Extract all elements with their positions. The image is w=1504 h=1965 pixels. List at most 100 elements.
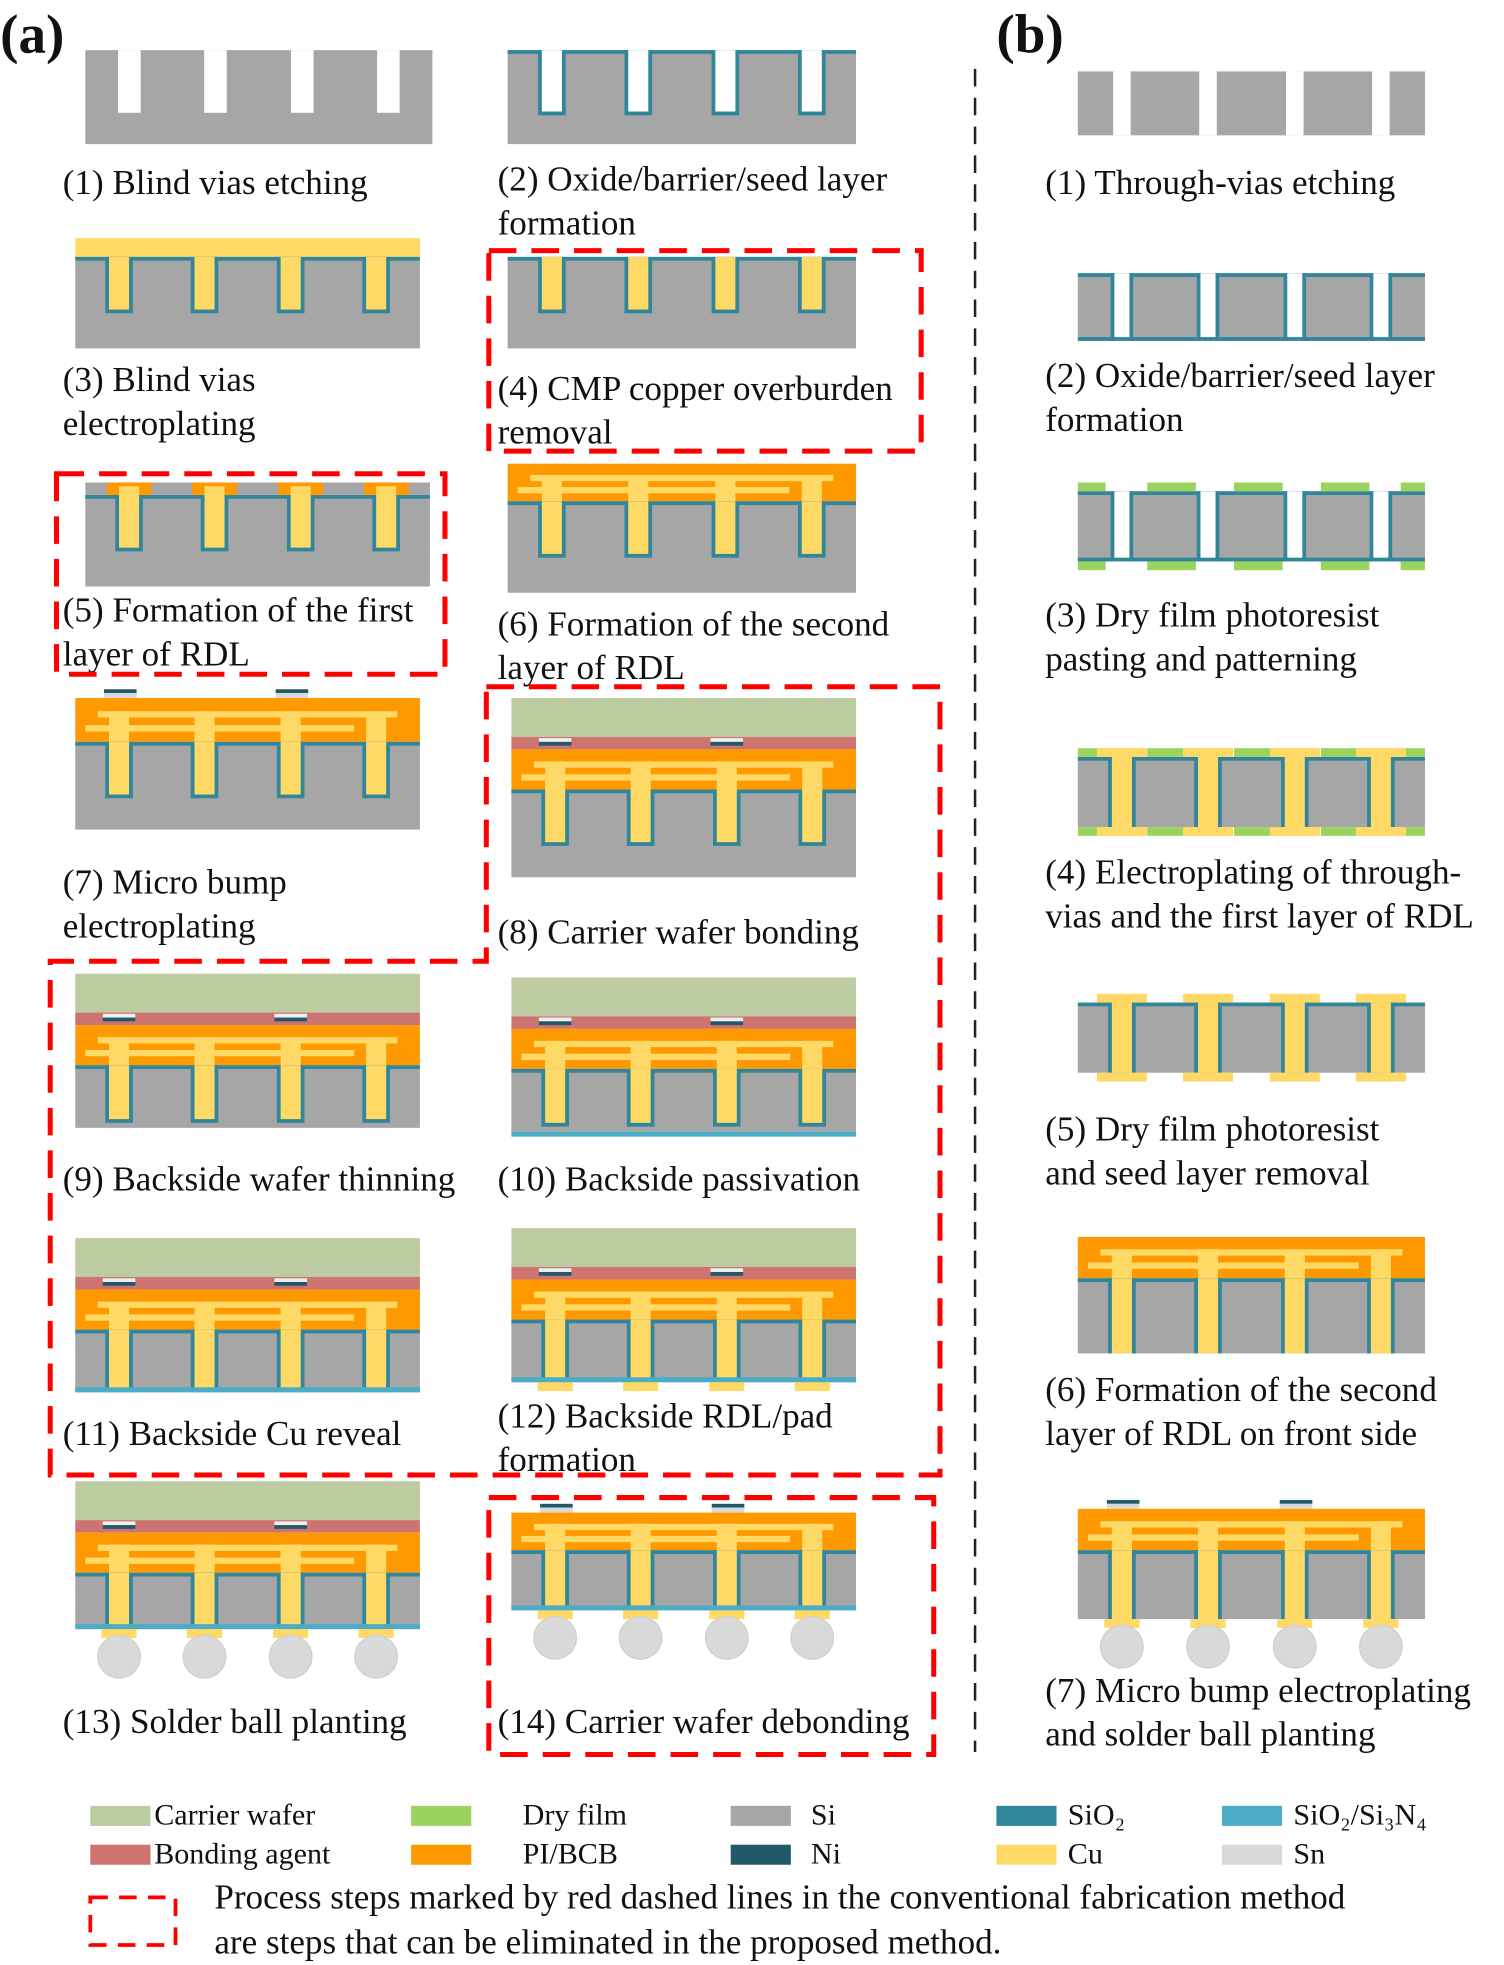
- panel-b-2: [1077, 273, 1425, 341]
- legend-label: PI/BCB: [523, 1836, 618, 1870]
- bump-base: [275, 693, 309, 699]
- rdl-line: [521, 1535, 791, 1543]
- rdl-line: [1100, 1521, 1403, 1528]
- legend-swatch: [730, 1805, 791, 1826]
- ni-bump: [102, 1525, 136, 1529]
- step-b-2-label: formation: [1045, 400, 1184, 439]
- ni-bump: [102, 1017, 136, 1022]
- pi-bcb-layer: [511, 749, 857, 790]
- rdl-via: [716, 1040, 737, 1069]
- legend-dashed-box-icon: [88, 1895, 178, 1947]
- legend-swatch: [90, 1805, 151, 1826]
- cu-via: [376, 495, 397, 548]
- dry-film: [1320, 748, 1370, 757]
- dry-film: [1077, 482, 1106, 492]
- silicon: [1077, 491, 1425, 562]
- rdl-via: [109, 1544, 130, 1573]
- via-opening: [290, 50, 314, 113]
- cu-via: [366, 1065, 387, 1120]
- step-b-2-label: (2) Oxide/barrier/seed layer: [1045, 356, 1435, 395]
- rdl-via: [1284, 1249, 1305, 1279]
- through-via-opening: [1373, 491, 1389, 562]
- dry-film: [1400, 561, 1425, 571]
- cu-rdl: [1355, 993, 1406, 1003]
- sio2-liner: [507, 256, 857, 261]
- cu-rdl: [1096, 748, 1147, 757]
- step-a-2-label: formation: [498, 203, 637, 242]
- solder-ball: [1186, 1624, 1230, 1669]
- cu-pad: [376, 486, 397, 496]
- dry-film: [1147, 561, 1196, 571]
- legend-swatch: [90, 1844, 151, 1865]
- cu-via: [280, 1572, 301, 1630]
- eliminated-steps-box: [47, 684, 943, 1478]
- sio2-liner: [75, 1572, 420, 1577]
- cu-rdl: [1182, 1072, 1234, 1082]
- step-a-6-label: layer of RDL: [498, 648, 685, 687]
- pi-bcb-layer: [1077, 1236, 1425, 1279]
- backside-pad: [623, 1382, 659, 1392]
- cu-rdl: [1182, 827, 1234, 836]
- cu-rdl: [1355, 1072, 1406, 1082]
- rdl-via: [1370, 1521, 1391, 1551]
- cu-pad: [290, 486, 311, 496]
- sio2-liner: [1077, 756, 1425, 761]
- rdl-line: [97, 711, 398, 718]
- bump-cap: [538, 1017, 572, 1022]
- step-b-5-label: (5) Dry film photoresist: [1045, 1109, 1379, 1148]
- panel-a-12: [511, 1228, 857, 1392]
- cu-via: [1197, 1002, 1219, 1073]
- bump-cap: [274, 1013, 307, 1018]
- cu-via: [1111, 756, 1132, 828]
- rdl-via: [545, 761, 566, 790]
- step-a-5-label: (5) Formation of the first: [63, 591, 414, 630]
- legend-label: Ni: [811, 1836, 841, 1870]
- cu-via: [194, 256, 215, 310]
- legend-swatch: [411, 1805, 472, 1826]
- cu-via: [1284, 1550, 1305, 1620]
- cu-via: [1197, 1550, 1219, 1620]
- bump-cap: [710, 1268, 744, 1272]
- solder-ball: [268, 1634, 313, 1679]
- cu-via: [716, 1068, 737, 1123]
- cu-via: [801, 256, 822, 310]
- panel-a-11: [75, 1238, 420, 1393]
- sio2-liner: [1077, 1278, 1425, 1283]
- rdl-via: [630, 1040, 651, 1069]
- rdl-via: [280, 1037, 301, 1066]
- step-a-3-label: (3) Blind vias: [63, 360, 256, 399]
- rdl-via: [1284, 1521, 1305, 1551]
- ni-bump: [1106, 1500, 1140, 1504]
- heading-a: (a): [0, 4, 64, 65]
- bonding-agent: [511, 1266, 857, 1280]
- sio2-liner: [1077, 1550, 1425, 1554]
- cu-rdl: [1096, 1072, 1147, 1082]
- via-opening: [628, 50, 649, 112]
- panel-b-4: [1077, 748, 1425, 836]
- rdl-line: [517, 486, 790, 494]
- cu-via: [715, 501, 736, 554]
- rdl-via: [545, 1291, 566, 1320]
- legend-swatch: [1221, 1844, 1283, 1865]
- rdl-via: [280, 1301, 301, 1330]
- through-via-opening: [1199, 71, 1217, 136]
- cu-rdl: [1096, 993, 1147, 1003]
- cu-via: [280, 741, 301, 795]
- rdl-via: [194, 1544, 215, 1573]
- cu-via: [290, 495, 311, 548]
- solder-ball: [704, 1615, 749, 1660]
- cu-via: [366, 256, 387, 310]
- cu-via: [628, 256, 649, 310]
- ni-bump: [102, 1282, 136, 1286]
- si: [85, 482, 430, 496]
- backside-pad: [101, 1629, 137, 1638]
- step-a-13-label: (13) Solder ball planting: [63, 1702, 407, 1741]
- cu-via: [1370, 1550, 1391, 1620]
- cu-via: [545, 1068, 566, 1123]
- step-a-11-label: (11) Backside Cu reveal: [63, 1414, 402, 1453]
- sio2-liner: [511, 1550, 857, 1554]
- dry-film: [1147, 827, 1196, 836]
- cu-via: [109, 1572, 130, 1630]
- bump-cap: [274, 1278, 307, 1283]
- pi-bcb-layer: [511, 1279, 857, 1320]
